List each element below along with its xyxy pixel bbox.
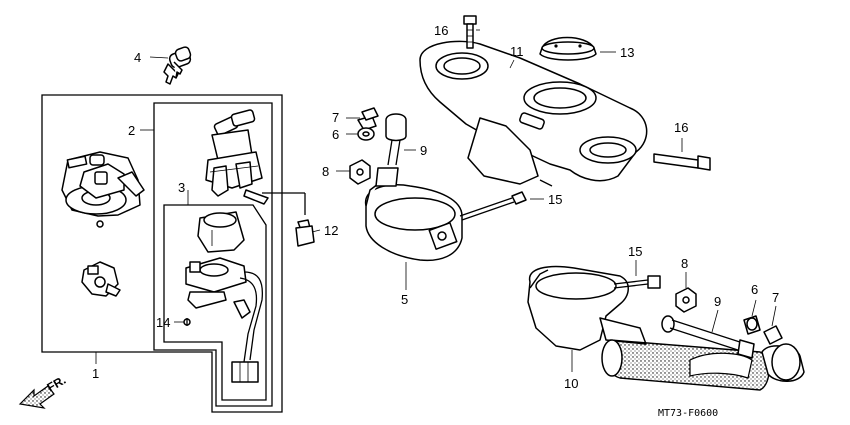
bar-end-shaft-9-lower <box>661 315 755 359</box>
ignition-housing <box>205 109 269 205</box>
callout-3: 3 <box>178 180 185 195</box>
bar-end-nut-7 <box>357 107 379 131</box>
switch-plug <box>81 261 121 297</box>
assembly-outline-2 <box>153 102 306 407</box>
bolt-16-right <box>653 153 711 171</box>
top-bridge-cap <box>539 36 597 61</box>
switch-base <box>185 257 247 309</box>
bar-end-cap <box>761 343 805 382</box>
callout-6-lower: 6 <box>751 282 758 297</box>
bolt-15-lower <box>613 275 661 289</box>
callout-13: 13 <box>620 45 634 60</box>
bar-end-washer-6 <box>357 127 375 141</box>
ignition-switch-assembly <box>61 151 145 228</box>
callout-12: 12 <box>324 223 338 238</box>
small-screw-14 <box>183 318 191 326</box>
throttle-grip <box>601 339 770 391</box>
callout-4: 4 <box>134 50 141 65</box>
callout-9-lower: 9 <box>714 294 721 309</box>
callout-7-lower: 7 <box>772 290 779 305</box>
wire-harness <box>231 271 264 383</box>
callout-2: 2 <box>128 123 135 138</box>
callout-8-upper: 8 <box>322 164 329 179</box>
bolt-16-top <box>463 15 477 49</box>
callout-14: 14 <box>156 315 170 330</box>
bar-end-shaft-9 <box>375 113 407 187</box>
callout-16-top: 16 <box>434 23 448 38</box>
callout-7-upper: 7 <box>332 110 339 125</box>
handlebar-clamp <box>364 183 463 262</box>
assembly-outline-1 <box>41 94 283 413</box>
assembly-outline-3 <box>163 204 267 401</box>
bolt-15-upper <box>459 191 527 221</box>
callout-8-lower: 8 <box>681 256 688 271</box>
callout-6-upper: 6 <box>332 127 339 142</box>
top-bridge <box>419 40 648 187</box>
callout-10: 10 <box>564 376 578 391</box>
diagram-code: MT73-F0600 <box>658 408 718 419</box>
throttle-housing <box>527 265 647 351</box>
retaining-clip <box>233 299 251 319</box>
switch-cylinder <box>197 211 245 253</box>
callout-15-upper: 15 <box>548 192 562 207</box>
bar-end-weight-8-lower <box>675 287 697 313</box>
bolt-12 <box>295 219 315 247</box>
callout-5: 5 <box>401 292 408 307</box>
callout-11: 11 <box>510 44 524 59</box>
callout-1: 1 <box>92 366 99 381</box>
callout-15-lower: 15 <box>628 244 642 259</box>
bar-end-nut-7-lower <box>763 325 783 345</box>
bar-end-weight-8 <box>349 159 371 185</box>
leader-lines <box>95 29 777 372</box>
callout-9-upper: 9 <box>420 143 427 158</box>
front-arrow-icon <box>18 385 55 409</box>
key-pair <box>163 46 192 85</box>
callout-16-right: 16 <box>674 120 688 135</box>
bar-end-washer-6-lower <box>743 315 761 335</box>
